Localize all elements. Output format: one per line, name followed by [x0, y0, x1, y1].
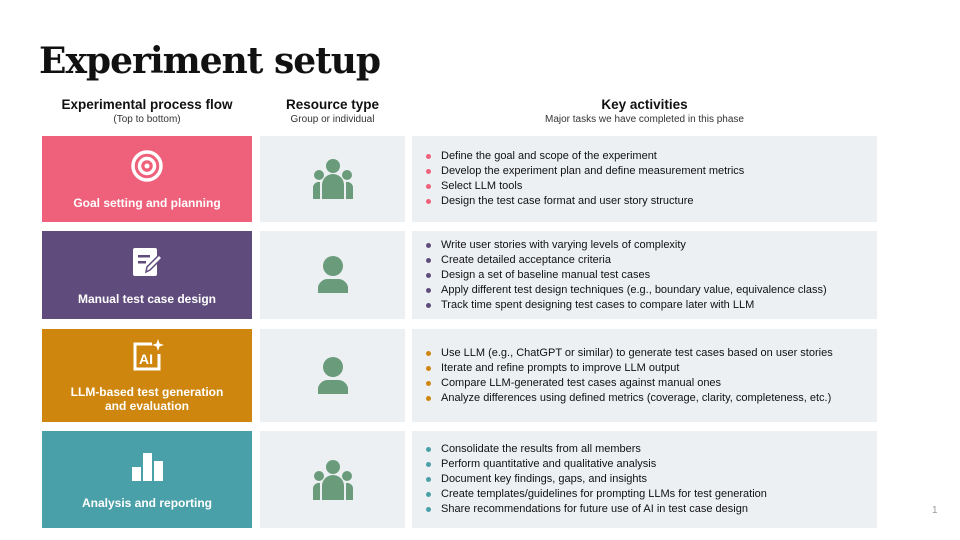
person-icon [317, 356, 348, 394]
phase-label: LLM-based test generation and evaluation [70, 385, 224, 413]
activities-cell: Use LLM (e.g., ChatGPT or similar) to ge… [412, 329, 877, 422]
edit-document-icon [130, 245, 164, 292]
activity-item: Compare LLM-generated test cases against… [426, 376, 833, 391]
activities-list: Consolidate the results from all members… [426, 442, 767, 517]
activity-item: Iterate and refine prompts to improve LL… [426, 361, 833, 376]
person-icon [317, 256, 348, 293]
activity-item: Create detailed acceptance criteria [426, 253, 827, 268]
bar-chart-icon [130, 449, 164, 496]
page-number: 1 [932, 505, 938, 516]
resource-type-cell [260, 431, 405, 528]
activities-list: Use LLM (e.g., ChatGPT or similar) to ge… [426, 346, 833, 406]
header-subtitle: Major tasks we have completed in this ph… [545, 114, 744, 125]
activity-item: Design a set of baseline manual test cas… [426, 268, 827, 283]
activity-item: Share recommendations for future use of … [426, 502, 767, 517]
activity-item: Define the goal and scope of the experim… [426, 149, 744, 164]
header-subtitle: Group or individual [290, 114, 375, 125]
resource-type-cell [260, 231, 405, 319]
activities-cell: Write user stories with varying levels o… [412, 231, 877, 319]
activity-item: Track time spent designing test cases to… [426, 298, 827, 313]
ai-sparkle-icon: AI [130, 338, 164, 385]
activity-item: Use LLM (e.g., ChatGPT or similar) to ge… [426, 346, 833, 361]
target-icon [130, 149, 164, 196]
header-title: Resource type [285, 97, 380, 112]
activities-cell: Define the goal and scope of the experim… [412, 136, 877, 222]
phase-label: Goal setting and planning [73, 195, 221, 210]
page-title: Experiment setup [39, 40, 381, 82]
phase-card: Manual test case design [42, 231, 252, 319]
header-subtitle: (Top to bottom) [113, 114, 181, 125]
header-title: Experimental process flow [61, 97, 233, 112]
phase-card: Analysis and reporting [42, 431, 252, 528]
group-icon [312, 459, 353, 500]
phase-label: Manual test case design [77, 291, 217, 306]
activity-item: Write user stories with varying levels o… [426, 238, 827, 253]
activity-item: Analyze differences using defined metric… [426, 391, 833, 406]
svg-text:AI: AI [139, 351, 153, 367]
activity-item: Apply different test design techniques (… [426, 283, 827, 298]
activity-item: Design the test case format and user sto… [426, 194, 744, 209]
phase-label: Analysis and reporting [81, 496, 213, 510]
header-process-flow: Experimental process flow (Top to bottom… [42, 97, 252, 125]
activities-list: Write user stories with varying levels o… [426, 238, 827, 313]
phase-card: Goal setting and planning [42, 136, 252, 222]
activity-item: Create templates/guidelines for promptin… [426, 487, 767, 502]
group-icon [312, 159, 353, 199]
phase-card: AI LLM-based test generation and evaluati… [42, 329, 252, 422]
activities-cell: Consolidate the results from all members… [412, 431, 877, 528]
header-key-activities: Key activities Major tasks we have compl… [412, 97, 877, 125]
activity-item: Perform quantitative and qualitative ana… [426, 457, 767, 472]
activity-item: Select LLM tools [426, 179, 744, 194]
activity-item: Consolidate the results from all members [426, 442, 767, 457]
resource-type-cell [260, 136, 405, 222]
activity-item: Develop the experiment plan and define m… [426, 164, 744, 179]
header-title: Key activities [601, 97, 688, 112]
activity-item: Document key findings, gaps, and insight… [426, 472, 767, 487]
resource-type-cell [260, 329, 405, 422]
header-resource-type: Resource type Group or individual [260, 97, 405, 125]
activities-list: Define the goal and scope of the experim… [426, 149, 744, 209]
